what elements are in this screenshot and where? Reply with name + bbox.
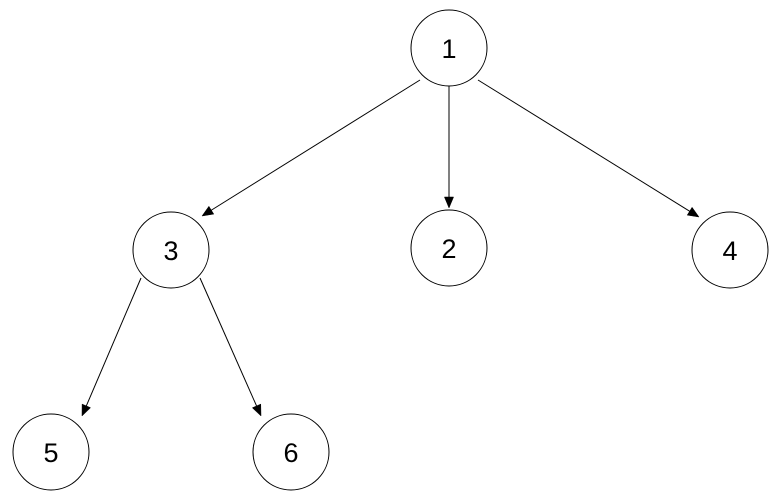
graph-node-6[interactable]: 6 bbox=[252, 413, 330, 491]
node-label: 4 bbox=[722, 236, 737, 266]
edge-line bbox=[84, 277, 142, 409]
edge-line bbox=[477, 79, 693, 213]
node-circle[interactable] bbox=[410, 209, 488, 287]
edge-line bbox=[208, 79, 421, 212]
arrow-head-icon bbox=[81, 403, 91, 417]
edge-3-to-5 bbox=[81, 277, 142, 417]
graph-node-5[interactable]: 5 bbox=[12, 413, 90, 491]
node-label: 3 bbox=[163, 236, 178, 266]
edge-line bbox=[199, 277, 259, 409]
nodes-layer: 1 2 3 4 5 6 bbox=[12, 9, 769, 491]
arrow-head-icon bbox=[444, 196, 454, 209]
graph-node-2[interactable]: 2 bbox=[410, 209, 488, 287]
edge-1-to-2 bbox=[444, 86, 454, 209]
node-circle[interactable] bbox=[132, 211, 210, 289]
arrow-head-icon bbox=[201, 205, 215, 217]
graph-node-3[interactable]: 3 bbox=[132, 211, 210, 289]
node-label: 1 bbox=[441, 34, 456, 64]
edge-1-to-3 bbox=[201, 79, 421, 217]
graph-node-4[interactable]: 4 bbox=[691, 211, 769, 289]
graph-node-1[interactable]: 1 bbox=[410, 9, 488, 87]
arrow-head-icon bbox=[686, 206, 700, 218]
node-circle[interactable] bbox=[252, 413, 330, 491]
edge-3-to-6 bbox=[199, 277, 262, 417]
node-label: 2 bbox=[441, 234, 456, 264]
edges-layer bbox=[81, 79, 700, 417]
node-circle[interactable] bbox=[691, 211, 769, 289]
node-circle[interactable] bbox=[12, 413, 90, 491]
node-label: 6 bbox=[283, 438, 298, 468]
edge-1-to-4 bbox=[477, 79, 700, 218]
node-circle[interactable] bbox=[410, 9, 488, 87]
node-label: 5 bbox=[43, 438, 58, 468]
arrow-head-icon bbox=[251, 403, 262, 417]
